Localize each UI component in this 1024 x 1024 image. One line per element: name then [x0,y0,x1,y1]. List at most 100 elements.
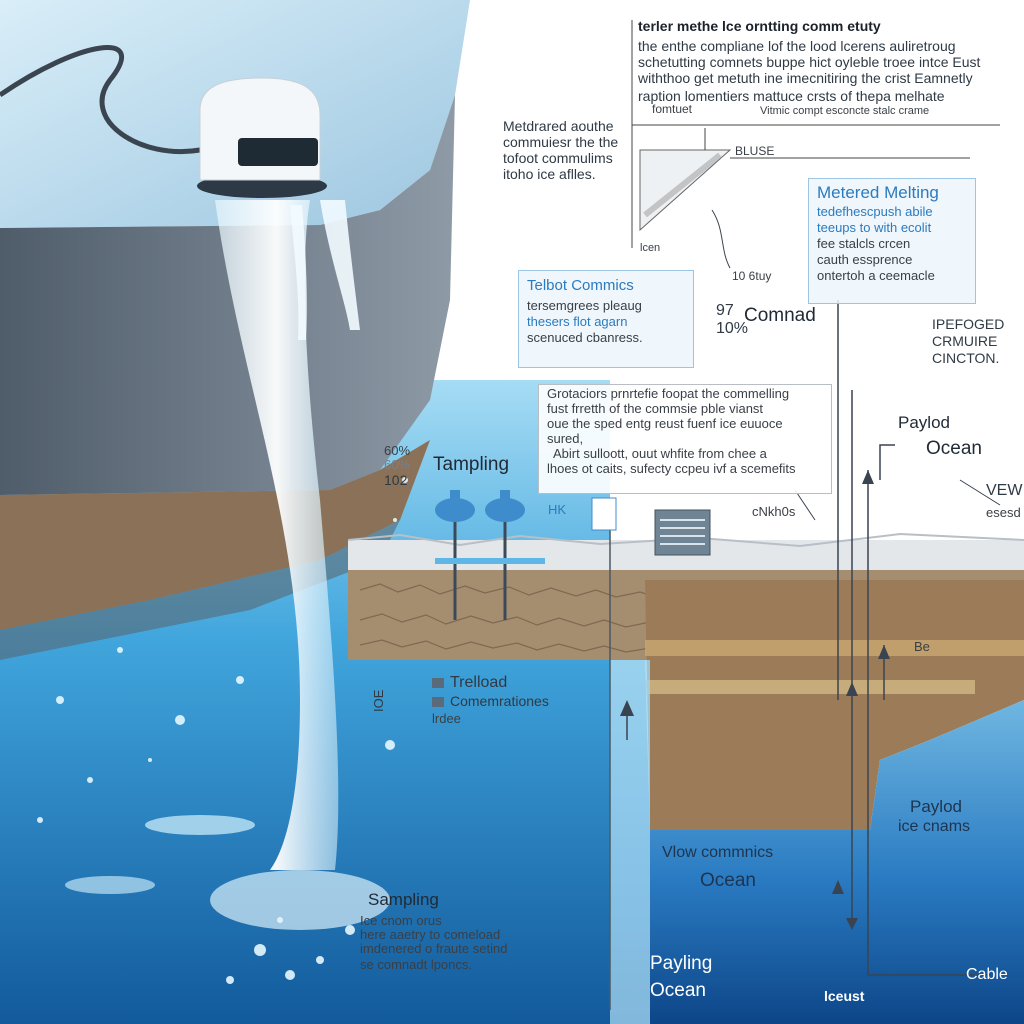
foam-patch-2 [65,876,155,894]
foam-patch-1 [145,815,255,835]
tampling-label: Tampling [433,454,510,475]
sampling-line-2: here aaetry to comeload [360,927,501,942]
legend-item-1-label: Trelload [450,674,508,691]
iceust-label: lceust [824,988,865,1004]
surface-ice-texture [347,532,1024,548]
left-note-line-3: tofoot commulims [503,150,613,166]
communication-module [654,509,711,556]
header-sublabel-fomtuet: fomtuet [652,102,693,116]
legend-footer: lrdee [432,711,461,726]
sampling-probe-left [435,490,475,620]
sampling-line-4: se comnadt lponcs. [360,957,473,972]
mid-line-1: Grotaciors prnrtefie foopat the commelli… [547,386,790,401]
percent-b: 60% [384,457,411,472]
ice-cliff-face [0,95,455,495]
metered-melting-title: Metered Melting [817,183,939,202]
icen-label: lcen [640,242,661,254]
curved-pointer-payload [879,444,895,480]
left-note-line-1: Metdrared aouthe [503,118,614,134]
view-pointer [959,479,1001,506]
sediment-stripe-2 [645,680,975,694]
right-cap-3: CINCTON. [932,350,1000,366]
header-line-3: withthoo get metuth ine imecnitiring the… [638,70,973,86]
curved-pointer-ice [711,209,731,269]
subsurface-ocean [610,660,1024,1024]
tether-cable [0,45,201,154]
mid-info-box: Grotaciors prnrtefie foopat the commelli… [538,384,832,494]
leader-mid-box [794,489,816,521]
vlow-commnics-label: Vlow commnics [662,844,774,861]
metered-line-2: teeups to with ecolit [817,220,932,235]
header-line-1: the enthe compliane lof the lood lcerens… [638,38,956,54]
payload-label-lower: Paylod [910,797,962,816]
telbot-commics-box: Telbot Commics tersemgrees pleaug theser… [518,270,694,368]
command-number-2: 10% [716,320,749,337]
right-cap-1: IPEFOGED [932,316,1005,332]
ocean-label-bottom: Ocean [650,980,706,1001]
light-water-column [610,660,650,1024]
header-sublabel-vitmic: Vitmic compt esconcte stalc crame [760,105,930,117]
right-cap-2: CRMUIRE [932,333,998,349]
telbot-title: Telbot Commics [527,277,634,294]
ice-chains-label: ice cnams [898,818,971,835]
meltwater-drips [290,200,360,340]
legend-swatch-2 [432,697,444,708]
metered-line-3: fee stalcls crcen [817,236,911,251]
up-arrows [620,470,890,894]
legend-item-1: Trelload [432,674,507,692]
be-tag: Be [914,639,930,654]
telbot-line-1: tersemgrees pleaug [527,298,642,313]
ice-wedge-diagram [639,149,732,232]
down-arrow-cable [846,918,858,930]
sampling-probe-right [485,490,525,620]
header-line-4: raption lomentiers mattuce crsts of thep… [638,88,945,104]
command-number-1: 97 [716,302,734,319]
metered-line-1: tedefhescpush abile [817,204,933,219]
metered-line-4: cauth essprence [817,252,913,267]
header-title: terler methe lce orntting comm etuty [638,18,881,34]
metered-line-5: ontertoh a ceemacle [817,268,935,283]
metered-melting-box: Metered Melting tedefhescpush abile teeu… [808,178,976,304]
view-sublabel: esesd [986,505,1021,520]
payling-label: Payling [650,953,713,974]
cliff-underside [0,520,400,660]
probe-window [238,138,318,166]
mid-line-2: fust frretth of the commsie pble vianst [547,401,764,416]
sampling-line-3: imdenered o fraute setind [360,941,508,956]
ocean-label-top: Ocean [926,438,982,459]
cable-lines [837,300,990,976]
mid-line-6: lhoes ot caits, sufecty ccpeu ivf a scem… [547,461,796,476]
depth-label: 10 6tuy [732,269,772,283]
surface-meltwater-strip [435,558,545,564]
percent-a: 60% [384,443,411,458]
legend-item-2: Comemrationes [432,693,549,709]
sediment-stripe-1 [645,640,1024,656]
telbot-line-3: scenuced cbanress. [527,330,643,345]
sensor-post [591,497,617,531]
payload-label-top: Paylod [898,413,950,432]
mid-line-3: oue the sped entg reust fuenf ice euuoce [547,416,783,431]
cable-label: Cable [966,966,1008,983]
view-label: VEW [986,482,1023,499]
bubbles [37,477,408,984]
tag-hk: HK [548,502,567,517]
mid-line-5: Abirt sulloott, ouut whfite from chee a [553,446,767,461]
communication-module-vents [660,519,705,545]
command-label: Comnad [744,305,816,326]
percent-c: 102 [384,472,408,488]
bluse-label: BLUSE [735,144,775,158]
sampling-title: Sampling [368,890,439,909]
header-line-2: schetutting comnets buppe hict oyleble t… [638,54,981,70]
left-note-line-4: itoho ice aflles. [503,166,596,182]
ice-wedge-hatch [643,152,722,218]
left-note-line-2: commuiesr the the [503,134,619,150]
legend-swatch-1 [432,677,444,688]
tag-cnkhos: cNkh0s [752,504,796,519]
legend-icon-code: IOE [371,689,386,712]
splash-pool [210,870,390,930]
meltwater-stream [215,200,339,870]
sampling-line-1: Ice cnom orus [360,913,442,928]
ocean-label-mid: Ocean [700,870,756,891]
telbot-line-2: thesers flot agarn [527,314,628,329]
